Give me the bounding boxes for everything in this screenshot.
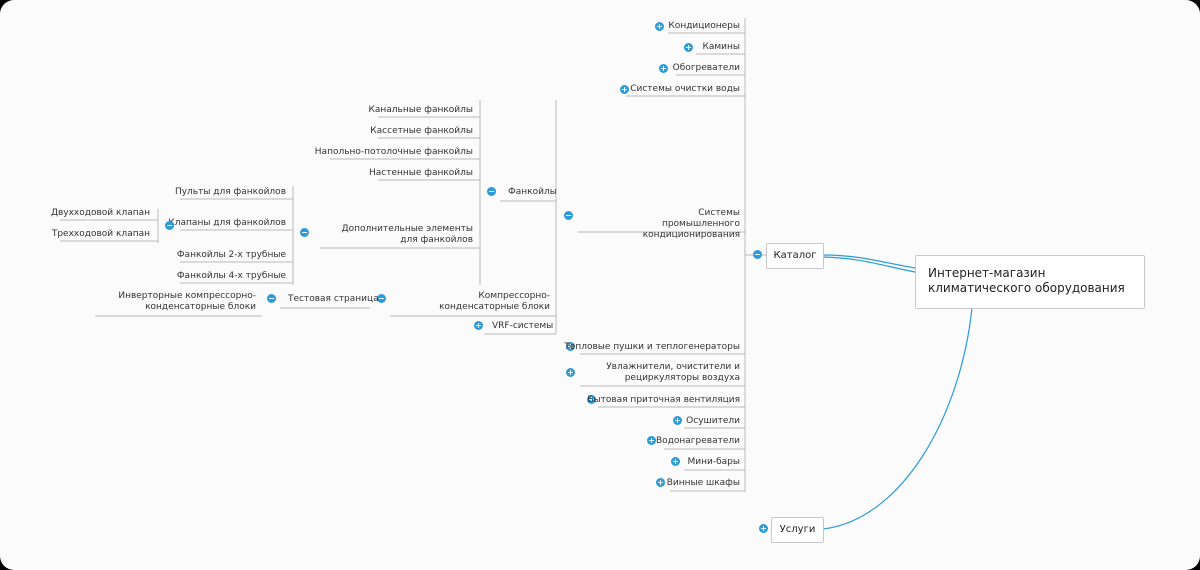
item-heat-guns-expand-icon[interactable]: + [566, 342, 575, 351]
industrial-node[interactable]: Системы промышленного кондиционирования [642, 208, 740, 240]
item-dehumidifiers[interactable]: Осушители [686, 416, 740, 426]
industrial-collapse-icon[interactable]: − [564, 211, 573, 220]
item-water-cleaning[interactable]: Системы очистки воды [630, 84, 740, 94]
vrf-expand-icon[interactable]: + [474, 321, 483, 330]
item-fireplaces[interactable]: Камины [702, 42, 740, 52]
item-minibars-expand-icon[interactable]: + [671, 457, 680, 466]
item-heaters-expand-icon[interactable]: + [659, 64, 668, 73]
catalog-node-label: Каталог [773, 250, 817, 261]
extras-item-2pipe[interactable]: Фанкойлы 2-х трубные [176, 250, 286, 260]
inverter-node[interactable]: Инверторные компрессорно-конденсаторные … [118, 291, 256, 312]
item-heat-guns[interactable]: Тепловые пушки и теплогенераторы [564, 342, 740, 352]
fancoil-type-cassette[interactable]: Кассетные фанкойлы [370, 126, 473, 136]
fancoil-type-wall[interactable]: Настенные фанкойлы [368, 168, 473, 178]
services-node-label: Услуги [779, 524, 816, 535]
item-ventilation-expand-icon[interactable]: + [587, 395, 596, 404]
compressor-collapse-icon[interactable]: − [377, 294, 386, 303]
fancoil-type-floor-ceiling[interactable]: Напольно-потолочные фанкойлы [314, 147, 473, 157]
item-water-heaters-expand-icon[interactable]: + [647, 436, 656, 445]
valves-collapse-icon[interactable]: − [165, 221, 174, 230]
item-minibars[interactable]: Мини-бары [687, 457, 740, 467]
item-humidifiers[interactable]: Увлажнители, очистители и рециркуляторы … [606, 362, 740, 383]
item-fireplaces-expand-icon[interactable]: + [684, 43, 693, 52]
item-water-cleaning-expand-icon[interactable]: + [620, 85, 629, 94]
extras-item-4pipe[interactable]: Фанкойлы 4-х трубные [176, 271, 286, 281]
item-dehumidifiers-expand-icon[interactable]: + [673, 416, 682, 425]
item-wine-cabinets[interactable]: Винные шкафы [666, 478, 740, 488]
valve-two-way[interactable]: Двухходовой клапан [50, 208, 150, 218]
sample-page-collapse-icon[interactable]: − [267, 294, 276, 303]
extras-item-valves[interactable]: Клапаны для фанкойлов [168, 218, 286, 228]
item-water-heaters[interactable]: Водонагреватели [656, 436, 740, 446]
fancoils-node[interactable]: Фанкойлы [508, 187, 557, 197]
compressor-node[interactable]: Компрессорно-конденсаторные блоки [439, 291, 550, 312]
item-wine-cabinets-expand-icon[interactable]: + [656, 478, 665, 487]
fancoils-collapse-icon[interactable]: − [487, 187, 496, 196]
root-node-label: Интернет-магазин климатического оборудов… [928, 266, 1125, 295]
services-node[interactable]: Услуги [771, 517, 824, 543]
extras-collapse-icon[interactable]: − [300, 228, 309, 237]
item-conditioners-expand-icon[interactable]: + [655, 22, 664, 31]
valve-three-way[interactable]: Трехходовой клапан [51, 229, 150, 239]
fancoil-type-duct[interactable]: Канальные фанкойлы [368, 105, 474, 115]
item-heaters[interactable]: Обогреватели [672, 63, 740, 73]
catalog-node[interactable]: Каталог [766, 243, 824, 269]
root-node[interactable]: Интернет-магазин климатического оборудов… [915, 255, 1145, 309]
sample-page-node[interactable]: Тестовая страница [288, 294, 379, 304]
vrf-node[interactable]: VRF-системы [492, 321, 554, 331]
extras-item-remotes[interactable]: Пульты для фанкойлов [174, 187, 286, 197]
services-expand-icon[interactable]: + [759, 524, 768, 533]
item-ventilation[interactable]: Бытовая приточная вентиляция [587, 395, 740, 405]
item-humidifiers-expand-icon[interactable]: + [566, 368, 575, 377]
item-conditioners[interactable]: Кондиционеры [668, 21, 740, 31]
extras-node[interactable]: Дополнительные элементы для фанкойлов [341, 224, 473, 245]
catalog-collapse-icon[interactable]: − [753, 250, 762, 259]
